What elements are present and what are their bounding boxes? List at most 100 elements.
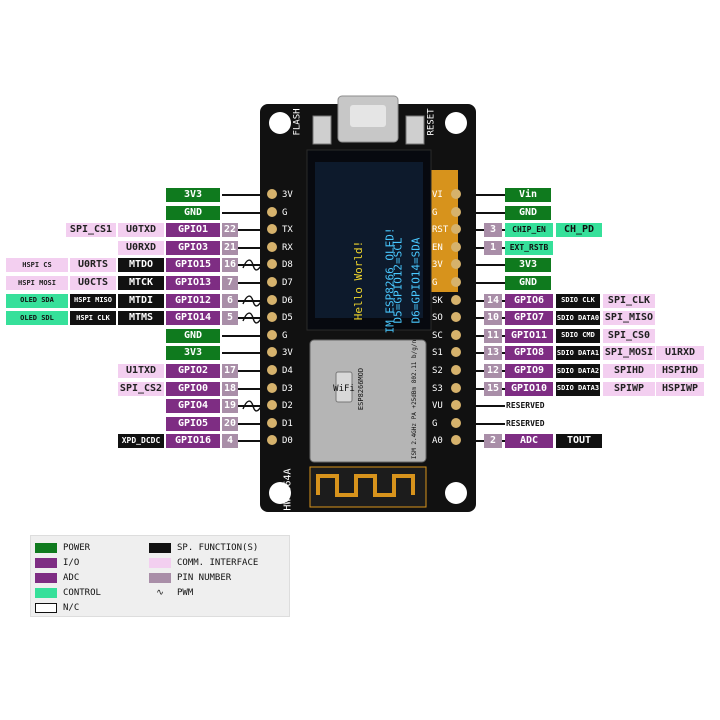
header-pin: [451, 417, 461, 428]
right-extra-label: HSPIHD: [656, 364, 704, 378]
pin-connector-line: [222, 264, 264, 267]
right-pin-number: 13: [484, 346, 502, 361]
pwm-icon: [242, 295, 264, 307]
pin-connector-line: [468, 264, 505, 267]
left-power-label: GND: [166, 205, 220, 220]
header-pin: [267, 347, 277, 358]
header-pin: [451, 312, 461, 323]
left-gpio-label: GPIO1: [166, 223, 220, 238]
mounting-hole: [445, 482, 467, 504]
left-special-function: MTDI: [118, 293, 164, 308]
svg-text:WiFi: WiFi: [333, 384, 355, 394]
pin-connector-line: [222, 317, 264, 320]
pin-connector-line: [222, 334, 264, 337]
right-power-label: Vin: [505, 188, 551, 202]
left-pin-number: 17: [222, 364, 238, 378]
left-silk-label: RX: [282, 242, 293, 253]
right-silk-label: VI: [432, 190, 443, 200]
left-silk-label: 3V: [282, 190, 293, 200]
pin-connector-line: [222, 282, 264, 284]
flash-button: [312, 115, 332, 145]
pin-connector-line: [222, 229, 264, 232]
right-gpio-label: GPIO11: [505, 328, 553, 343]
pwm-icon: [242, 400, 264, 412]
right-comm-label: SPI_MOSI: [603, 346, 655, 361]
left-pin-number: 5: [222, 311, 238, 326]
left-function-label: HSPI MISO: [70, 293, 116, 308]
header-pin: [267, 206, 277, 217]
left-gpio-label: GPIO13: [166, 276, 220, 290]
board-model: HW-364A: [282, 468, 294, 511]
header-pin: [267, 417, 277, 428]
header-pin: [451, 294, 461, 305]
left-function-label: U1TXD: [118, 364, 164, 378]
header-pin: [451, 259, 461, 270]
legend-swatch: [35, 588, 57, 598]
right-reserved-label: RESERVED: [506, 401, 545, 411]
left-power-label: 3V3: [166, 188, 220, 202]
left-comm-label: SPI_CS1: [66, 223, 116, 238]
right-pin-number: 14: [484, 293, 502, 308]
left-function-label: XPD_DCDC: [118, 434, 164, 449]
right-comm-label: SPIHD: [603, 364, 655, 378]
header-pin: [267, 294, 277, 305]
right-pin-number: 15: [484, 381, 502, 396]
left-gpio-label: GPIO4: [166, 399, 220, 414]
left-pin-number: 4: [222, 434, 238, 449]
right-silk-label: SK: [432, 295, 443, 306]
pin-connector-line: [222, 370, 264, 372]
pin-connector-line: [222, 440, 264, 443]
left-comm-label: HSPI MOSI: [6, 276, 68, 290]
legend-item: I/O: [35, 557, 79, 569]
legend-swatch: [149, 558, 171, 568]
left-pin-number: 16: [222, 258, 238, 273]
mounting-hole: [269, 112, 291, 134]
left-function-label: U0RTS: [70, 258, 116, 273]
oled-line-1: Hello World!: [352, 240, 366, 321]
right-gpio-label: GPIO10: [505, 381, 553, 396]
right-power-label: 3V3: [505, 258, 551, 273]
esp-module-label: ESP8266MOD: [357, 367, 366, 411]
left-comm-label: HSPI CS: [6, 258, 68, 273]
right-extra-label: TOUT: [556, 434, 602, 449]
left-silk-label: TX: [282, 225, 293, 236]
right-silk-label: S3: [432, 383, 443, 394]
right-comm-label: SPI_MISO: [603, 311, 655, 326]
right-gpio-label: GPIO9: [505, 364, 553, 378]
left-gpio-label: GPIO0: [166, 381, 220, 396]
right-silk-label: RST: [432, 225, 449, 236]
left-silk-label: D7: [282, 278, 293, 288]
pin-connector-line: [222, 352, 264, 355]
legend-item: ∿PWM: [149, 587, 193, 599]
left-silk-label: D5: [282, 313, 293, 324]
left-silk-label: D2: [282, 401, 293, 412]
legend-label: COMM. INTERFACE: [177, 558, 259, 568]
right-gpio-label: ADC: [505, 434, 553, 449]
left-silk-label: D6: [282, 295, 293, 306]
left-comm-label: OLED SDL: [6, 311, 68, 326]
pin-connector-line: [222, 405, 264, 408]
left-silk-label: D3: [282, 383, 293, 394]
esp-module-shield: [309, 339, 427, 463]
right-silk-label: S2: [432, 366, 443, 376]
esp-module-detail: ISM 2.4GHz PA +25dBm 802.11 b/g/n: [411, 339, 419, 460]
right-power-label: GND: [505, 205, 551, 220]
right-sdio-label: SDIO DATA0: [556, 311, 600, 326]
header-pin: [451, 241, 461, 252]
left-gpio-label: GPIO2: [166, 364, 220, 378]
legend-item: CONTROL: [35, 587, 101, 599]
left-gpio-label: GPIO14: [166, 311, 220, 326]
reset-button: [405, 115, 425, 145]
legend-label: N/C: [63, 603, 80, 613]
legend-label: CONTROL: [63, 588, 101, 598]
left-silk-label: G: [282, 207, 288, 218]
header-pin: [267, 365, 277, 375]
left-special-function: MTDO: [118, 258, 164, 273]
right-sdio-label: SDIO CLK: [556, 293, 600, 308]
left-silk-label: D8: [282, 260, 293, 271]
header-pin: [267, 224, 277, 235]
right-gpio-label: GPIO6: [505, 293, 553, 308]
left-function-label: HSPI CLK: [70, 311, 116, 326]
